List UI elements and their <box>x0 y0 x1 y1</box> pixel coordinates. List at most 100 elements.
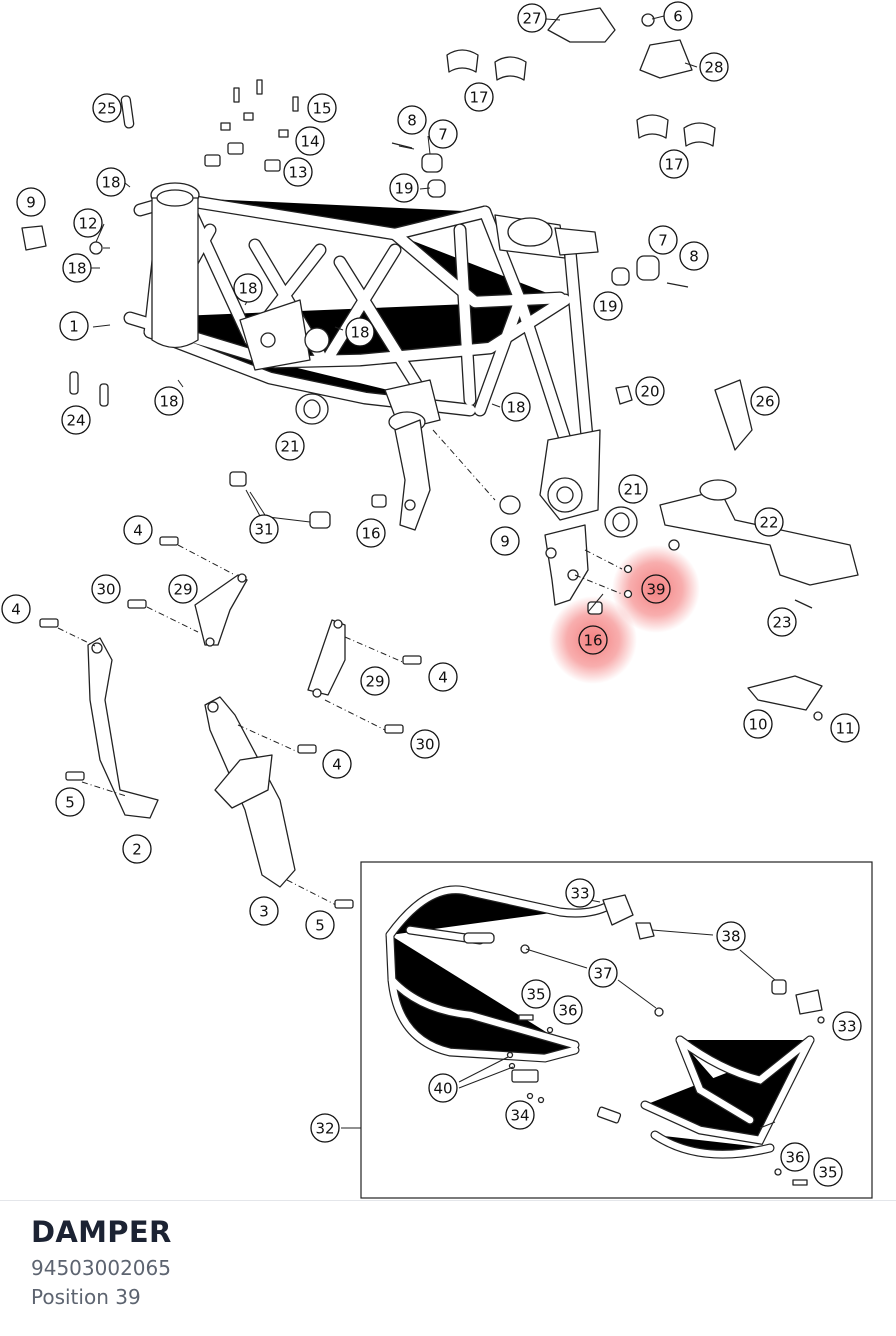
callout-18[interactable]: 18 <box>96 167 126 197</box>
callout-9[interactable]: 9 <box>490 526 520 556</box>
callout-circle <box>59 311 89 341</box>
callout-circle <box>490 526 520 556</box>
callout-23[interactable]: 23 <box>767 607 797 637</box>
callout-19[interactable]: 19 <box>389 173 419 203</box>
callout-18[interactable]: 18 <box>501 392 531 422</box>
callout-18[interactable]: 18 <box>62 253 92 283</box>
callout-34[interactable]: 34 <box>505 1100 535 1130</box>
callout-18[interactable]: 18 <box>154 386 184 416</box>
callout-35[interactable]: 35 <box>813 1157 843 1187</box>
callout-12[interactable]: 12 <box>73 208 103 238</box>
callout-19[interactable]: 19 <box>593 291 623 321</box>
callout-circle <box>356 518 386 548</box>
callout-number: 18 <box>101 174 120 192</box>
crash-bar-inset-frame <box>360 861 873 1199</box>
callout-4[interactable]: 4 <box>1 594 31 624</box>
callout-28[interactable]: 28 <box>699 52 729 82</box>
callout-35[interactable]: 35 <box>521 979 551 1009</box>
callout-circle <box>618 474 648 504</box>
callout-4[interactable]: 4 <box>322 749 352 779</box>
alignment-lines <box>57 429 623 906</box>
callout-7[interactable]: 7 <box>648 225 678 255</box>
callout-number: 29 <box>173 581 192 599</box>
callout-number: 28 <box>704 59 723 77</box>
callout-8[interactable]: 8 <box>397 105 427 135</box>
callout-36[interactable]: 36 <box>553 995 583 1025</box>
callout-20[interactable]: 20 <box>635 376 665 406</box>
callout-38[interactable]: 38 <box>716 921 746 951</box>
callout-40[interactable]: 40 <box>428 1073 458 1103</box>
callout-29[interactable]: 29 <box>360 666 390 696</box>
callout-circle <box>55 787 85 817</box>
callout-circle <box>123 515 153 545</box>
callout-circle <box>295 126 325 156</box>
callout-32[interactable]: 32 <box>310 1113 340 1143</box>
callout-21[interactable]: 21 <box>275 431 305 461</box>
callout-number: 4 <box>332 756 342 774</box>
callout-14[interactable]: 14 <box>295 126 325 156</box>
callout-5[interactable]: 5 <box>55 787 85 817</box>
callout-7[interactable]: 7 <box>428 119 458 149</box>
callout-13[interactable]: 13 <box>283 157 313 187</box>
callout-5[interactable]: 5 <box>305 910 335 940</box>
callout-circle <box>832 1011 862 1041</box>
callout-8[interactable]: 8 <box>679 241 709 271</box>
callout-number: 38 <box>721 928 740 946</box>
callout-number: 1 <box>69 318 79 336</box>
callout-1[interactable]: 1 <box>59 311 89 341</box>
callout-circle <box>767 607 797 637</box>
callout-circle <box>428 662 458 692</box>
callout-number: 14 <box>300 133 319 151</box>
callout-30[interactable]: 30 <box>410 729 440 759</box>
callout-circle <box>249 514 279 544</box>
callout-6[interactable]: 6 <box>663 1 693 31</box>
callout-18[interactable]: 18 <box>345 317 375 347</box>
leader-lines <box>90 15 776 1129</box>
callout-number: 29 <box>365 673 384 691</box>
callout-circle <box>92 93 122 123</box>
callout-26[interactable]: 26 <box>750 386 780 416</box>
callout-36[interactable]: 36 <box>780 1142 810 1172</box>
callout-4[interactable]: 4 <box>428 662 458 692</box>
callout-number: 11 <box>835 720 854 738</box>
callout-number: 18 <box>238 280 257 298</box>
callout-number: 34 <box>510 1107 529 1125</box>
callout-18[interactable]: 18 <box>233 273 263 303</box>
callout-circle <box>275 431 305 461</box>
callout-2[interactable]: 2 <box>122 834 152 864</box>
callout-15[interactable]: 15 <box>307 93 337 123</box>
callout-29[interactable]: 29 <box>168 574 198 604</box>
callout-33[interactable]: 33 <box>565 878 595 908</box>
callout-33[interactable]: 33 <box>832 1011 862 1041</box>
callout-37[interactable]: 37 <box>588 958 618 988</box>
callout-circle <box>813 1157 843 1187</box>
callout-3[interactable]: 3 <box>249 896 279 926</box>
callout-16-highlighted[interactable]: 16 <box>578 625 608 655</box>
callout-31[interactable]: 31 <box>249 514 279 544</box>
callout-27[interactable]: 27 <box>517 3 547 33</box>
callout-number: 9 <box>500 533 510 551</box>
callout-number: 16 <box>583 632 602 650</box>
callout-circle <box>96 167 126 197</box>
callout-16[interactable]: 16 <box>356 518 386 548</box>
callout-39-highlighted[interactable]: 39 <box>641 574 671 604</box>
callout-24[interactable]: 24 <box>61 405 91 435</box>
part-number: 94503002065 <box>31 1256 171 1280</box>
callout-circle <box>345 317 375 347</box>
callout-number: 4 <box>11 601 21 619</box>
callout-11[interactable]: 11 <box>830 713 860 743</box>
callout-25[interactable]: 25 <box>92 93 122 123</box>
callout-circle <box>750 386 780 416</box>
callout-17[interactable]: 17 <box>659 149 689 179</box>
callout-4[interactable]: 4 <box>123 515 153 545</box>
callout-number: 33 <box>570 885 589 903</box>
callout-22[interactable]: 22 <box>754 507 784 537</box>
callout-9[interactable]: 9 <box>16 187 46 217</box>
callout-circle <box>517 3 547 33</box>
callout-21[interactable]: 21 <box>618 474 648 504</box>
callout-17[interactable]: 17 <box>464 82 494 112</box>
callout-10[interactable]: 10 <box>743 709 773 739</box>
callout-30[interactable]: 30 <box>91 574 121 604</box>
callout-circle <box>73 208 103 238</box>
